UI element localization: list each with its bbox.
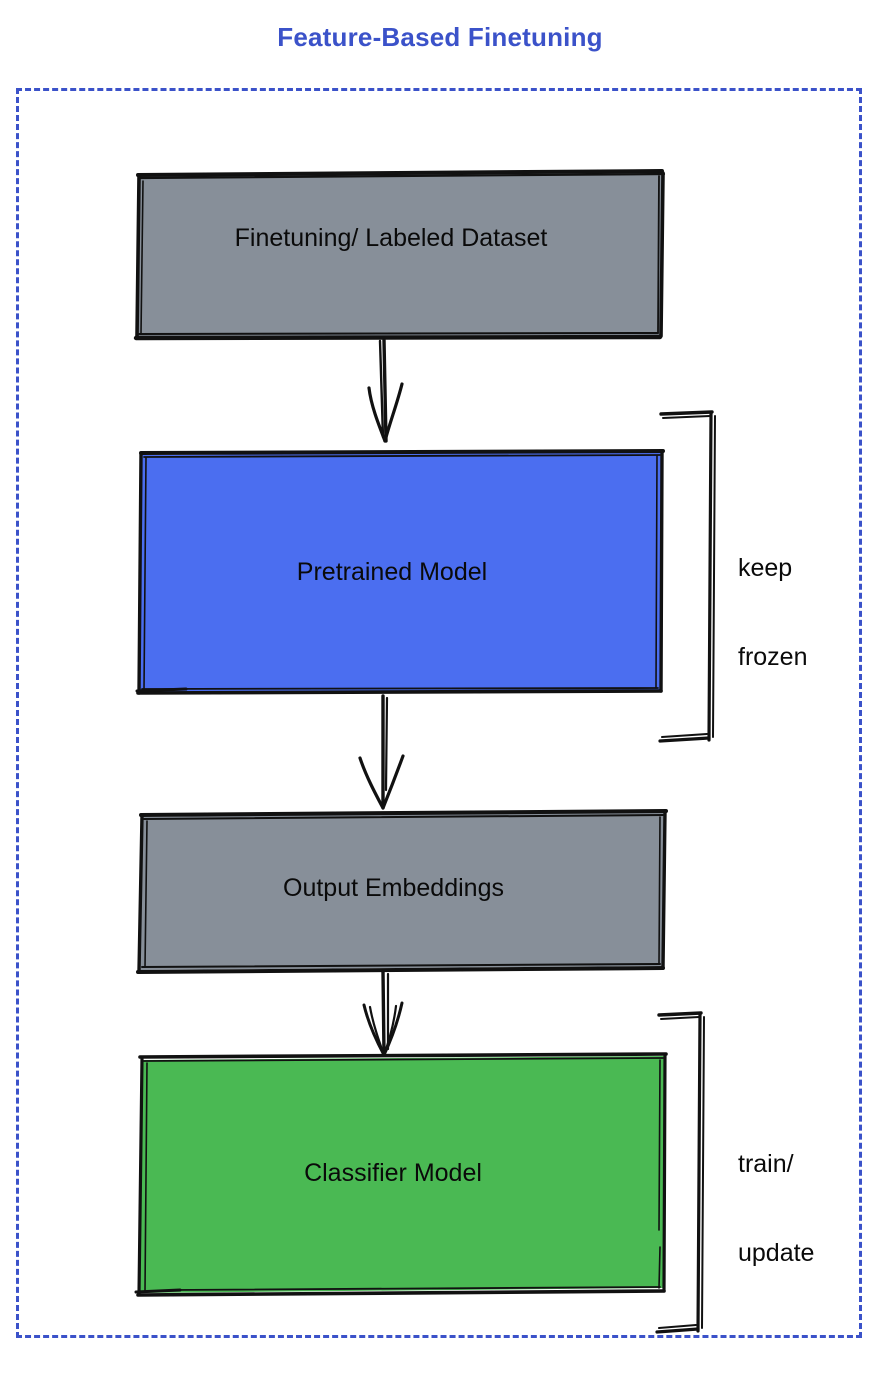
dashed-frame-container (16, 88, 862, 1338)
node-classifier-model-label: Classifier Model (304, 1159, 482, 1187)
node-output-embeddings-label: Output Embeddings (283, 874, 504, 902)
node-dataset[interactable]: Finetuning/ Labeled Dataset (136, 172, 664, 337)
annotation-train-update-line1: train/ (738, 1150, 794, 1178)
annotation-keep-frozen-line2: frozen (738, 642, 808, 671)
node-classifier-model[interactable]: Classifier Model (136, 1054, 666, 1294)
node-pretrained-model-label: Pretrained Model (296, 558, 488, 586)
annotation-train-update: train/ update (738, 1091, 814, 1298)
page-title: Feature-Based Finetuning (277, 22, 603, 52)
annotation-keep-frozen: keep frozen (738, 495, 807, 702)
node-output-embeddings[interactable]: Output Embeddings (137, 812, 666, 971)
annotation-train-update-line2: update (738, 1238, 815, 1267)
annotation-keep-frozen-line1: keep (738, 554, 793, 582)
node-pretrained-model[interactable]: Pretrained Model (136, 450, 664, 693)
node-dataset-label: Finetuning/ Labeled Dataset (234, 224, 548, 252)
